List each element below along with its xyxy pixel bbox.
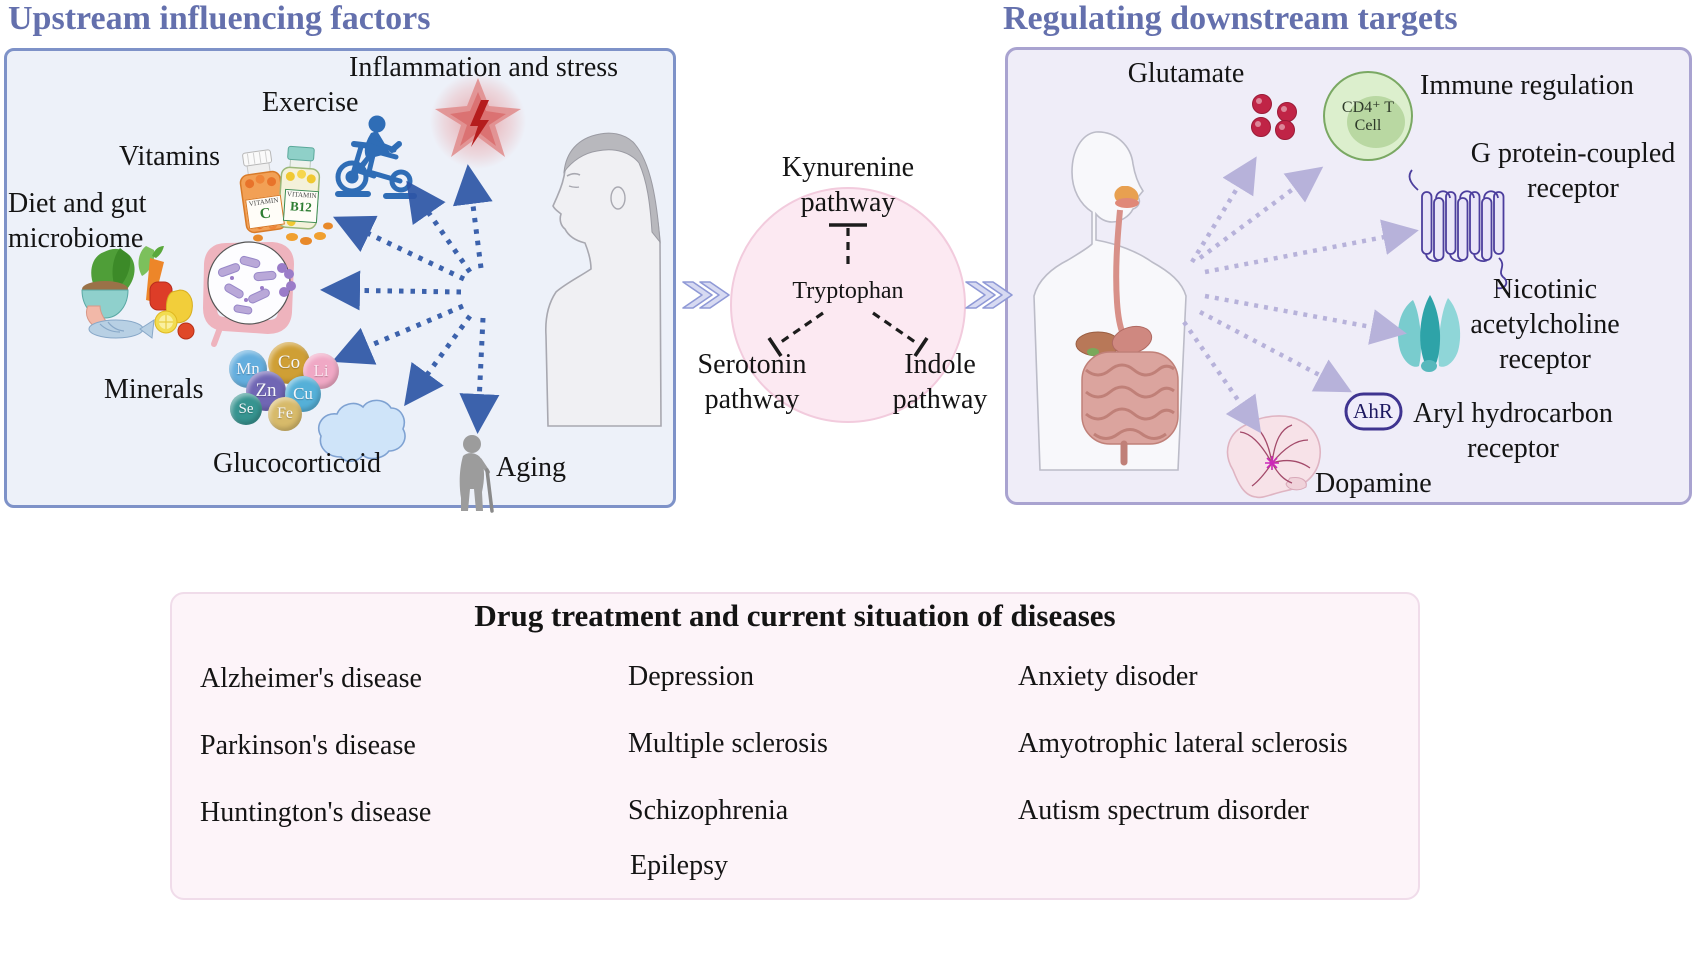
dopamine-brain-icon — [1226, 415, 1321, 499]
glucocorticoid-cloud-icon — [317, 399, 406, 463]
label-ahr-badge: AhR — [1353, 399, 1393, 423]
upstream-arrows — [320, 164, 500, 434]
upstream-section-title: Upstream influencing factors — [8, 0, 431, 37]
inflammation-star-icon — [430, 73, 526, 169]
disease-epilepsy: Epilepsy — [630, 850, 728, 881]
aging-person-icon — [459, 435, 494, 513]
label-nicotinic-receptor: Nicotinic acetylcholine receptor — [1470, 274, 1620, 375]
label-cd4-tcell: CD4⁺ T Cell — [1341, 99, 1395, 134]
ahr-badge-shape — [1344, 392, 1403, 431]
disease-alzheimers: Alzheimer's disease — [200, 663, 422, 694]
human-profile-illustration — [545, 132, 662, 427]
label-vitamins: Vitamins — [119, 141, 220, 172]
label-inflammation-stress: Inflammation and stress — [349, 52, 619, 83]
tryptophan-inhibition-connectors — [767, 223, 929, 357]
label-aryl-hydrocarbon-receptor: Aryl hydrocarbon receptor — [1413, 398, 1613, 464]
vitamin-b12-label: VITAMIN B12 — [282, 188, 320, 224]
label-kynurenine-pathway: Kynurenine pathway — [781, 152, 915, 218]
disease-depression: Depression — [628, 661, 754, 692]
diseases-panel — [170, 592, 1420, 900]
mineral-fe: Fe — [268, 397, 302, 431]
label-aging: Aging — [496, 452, 566, 483]
label-gpcr: G protein-coupled receptor — [1470, 138, 1676, 204]
label-indole-pathway: Indole pathway — [892, 349, 988, 415]
downstream-arrows — [1182, 156, 1419, 434]
label-glutamate: Glutamate — [1127, 58, 1245, 89]
exercise-bike-icon — [335, 115, 417, 199]
disease-als: Amyotrophic lateral sclerosis — [1018, 728, 1348, 759]
downstream-section-title: Regulating downstream targets — [1003, 0, 1458, 37]
label-immune-regulation: Immune regulation — [1420, 70, 1634, 101]
disease-autism: Autism spectrum disorder — [1018, 795, 1309, 826]
disease-anxiety: Anxiety disoder — [1018, 661, 1198, 692]
label-dopamine: Dopamine — [1315, 468, 1432, 499]
mineral-se: Se — [230, 393, 262, 425]
label-serotonin-pathway: Serotonin pathway — [697, 349, 807, 415]
glutamate-dots-icon — [1251, 94, 1297, 140]
label-exercise: Exercise — [262, 87, 359, 118]
label-minerals: Minerals — [104, 374, 204, 405]
human-digestive-illustration — [1033, 131, 1187, 471]
cd4-tcell-icon — [1323, 71, 1413, 161]
disease-multiple-sclerosis: Multiple sclerosis — [628, 728, 828, 759]
diet-food-icon — [81, 246, 195, 340]
disease-schizophrenia: Schizophrenia — [628, 795, 789, 826]
disease-parkinsons: Parkinson's disease — [200, 730, 416, 761]
gut-microbiome-icon — [203, 241, 296, 347]
gpcr-icon — [1408, 169, 1508, 290]
label-glucocorticoid: Glucocorticoid — [213, 448, 381, 479]
vitamin-c-label: VITAMIN C — [245, 194, 285, 230]
diseases-title: Drug treatment and current situation of … — [474, 598, 1116, 633]
nicotinic-receptor-icon — [1397, 295, 1461, 372]
label-diet-gut-microbiome: Diet and gut microbiome — [8, 188, 147, 254]
flow-chevrons — [682, 281, 1013, 309]
label-tryptophan: Tryptophan — [792, 278, 904, 304]
disease-huntingtons: Huntington's disease — [200, 797, 432, 828]
